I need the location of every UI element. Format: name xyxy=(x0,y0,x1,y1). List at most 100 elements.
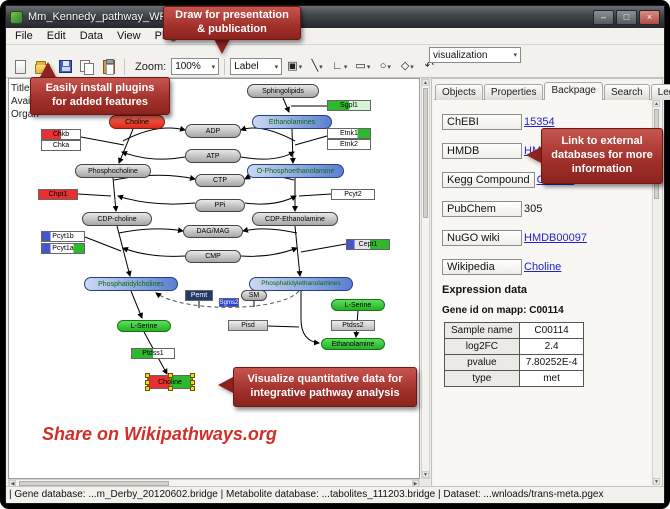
pathway-node-cept1[interactable]: Cept1 xyxy=(346,239,390,250)
pathway-node-label: DAG/MAG xyxy=(196,228,230,235)
pathway-edge xyxy=(289,128,296,164)
rect-tool-button[interactable]: ▭▾ xyxy=(352,57,373,76)
shape-tool-button[interactable]: ◇▾ xyxy=(397,57,417,76)
pathway-node-ppi[interactable]: PPi xyxy=(195,199,245,212)
pathway-node-ethanolamine[interactable]: Ethanolamine xyxy=(321,338,385,350)
pathway-node-pemt[interactable]: Pemt xyxy=(185,290,213,301)
pathway-node-sphingolipids[interactable]: Sphingolipids xyxy=(247,84,319,98)
maximize-button[interactable]: □ xyxy=(616,9,637,25)
pathway-node-chka[interactable]: Chka xyxy=(41,140,81,151)
pathway-node-phosphocholine[interactable]: Phosphocholine xyxy=(75,164,151,178)
pathway-node-dag-mag[interactable]: DAG/MAG xyxy=(183,225,243,238)
pathway-node-chkb[interactable]: Chkb xyxy=(41,129,81,140)
zoom-combobox[interactable]: 100% ▾ xyxy=(171,58,220,75)
menu-item-data[interactable]: Data xyxy=(79,30,103,42)
pathway-node-cdp-choline[interactable]: CDP-choline xyxy=(82,212,152,226)
scroll-up-arrow-icon[interactable]: ▲ xyxy=(653,100,660,107)
datanode-tool-button[interactable]: ▣▾ xyxy=(284,57,305,76)
pathway-node-pisd[interactable]: Pisd xyxy=(228,320,268,331)
pathway-node-cmp[interactable]: CMP xyxy=(185,250,241,263)
panel-scrollbar[interactable]: ▲ ▼ xyxy=(652,100,661,485)
tab-search[interactable]: Search xyxy=(603,84,650,100)
tab-properties[interactable]: Properties xyxy=(483,84,544,100)
selection-handle[interactable] xyxy=(190,380,195,385)
pathway-node-adp[interactable]: ADP xyxy=(185,124,241,138)
pathway-node-ptdss2[interactable]: Ptdss2 xyxy=(331,320,375,331)
menu-item-file[interactable]: File xyxy=(15,30,33,42)
label-combobox[interactable]: Label ▾ xyxy=(230,58,283,75)
menu-item-edit[interactable]: Edit xyxy=(46,30,66,42)
title-bar[interactable]: Mm_Kennedy_pathway_WP1771_45176.gpml –□× xyxy=(6,6,664,28)
database-id-kegg-compound[interactable]: C00114 xyxy=(536,174,575,186)
database-id-nugo-wiki[interactable]: HMDB00097 xyxy=(524,232,587,244)
pathway-node-pcyt1a[interactable]: Pcyt1a xyxy=(41,243,85,254)
pathway-node-sgms2[interactable]: Sgms2 xyxy=(219,298,239,307)
pathway-node-ctp[interactable]: CTP xyxy=(195,174,245,187)
pathway-edge xyxy=(118,128,134,164)
pathway-node-pcyt1b[interactable]: Pcyt1b xyxy=(41,231,85,242)
pathway-node-l-serine[interactable]: L-Serine xyxy=(331,299,385,311)
selection-handle[interactable] xyxy=(190,373,195,378)
pathway-node-label: Ptdss2 xyxy=(342,322,364,329)
tab-legend[interactable]: Legend xyxy=(650,84,670,100)
scrollbar-thumb[interactable] xyxy=(423,88,428,218)
selection-handle[interactable] xyxy=(145,380,150,385)
selection-handle[interactable] xyxy=(168,373,173,378)
paste-button[interactable] xyxy=(99,57,119,76)
save-file-button[interactable] xyxy=(55,57,75,76)
scrollbar-thumb[interactable] xyxy=(19,481,169,486)
visualization-select[interactable]: visualization ▾ xyxy=(429,47,521,63)
pathway-node-cdp-ethanolamine[interactable]: CDP-Ethanolamine xyxy=(252,212,338,226)
database-id-pubchem: 305 xyxy=(524,203,543,215)
elbow-tool-button[interactable]: ∟▾ xyxy=(329,57,350,76)
pathway-node-label: Ethanolamine xyxy=(331,340,375,348)
pathway-node-phosphatidylcholines[interactable]: Phosphatidylcholines xyxy=(84,277,178,291)
tab-backpage[interactable]: Backpage xyxy=(544,82,603,100)
pathway-node-sm[interactable]: SM xyxy=(241,290,267,301)
window-title: Mm_Kennedy_pathway_WP1771_45176.gpml xyxy=(28,11,255,23)
pathway-node-ptdss1[interactable]: Ptdss1 xyxy=(131,348,175,359)
database-id-hmdb[interactable]: HMDB00097 xyxy=(524,145,587,157)
pathway-node-choline[interactable]: Choline xyxy=(145,373,195,391)
scroll-up-arrow-icon[interactable]: ▲ xyxy=(422,79,429,86)
menu-item-plugins[interactable]: Plugins xyxy=(154,30,191,42)
pathway-node-etnk2[interactable]: Etnk2 xyxy=(327,139,371,150)
selection-handle[interactable] xyxy=(145,386,150,391)
canvas-vertical-scrollbar[interactable]: ▲ ▼ xyxy=(421,78,430,479)
expression-table-cell: Sample name xyxy=(444,322,520,339)
copy-button[interactable] xyxy=(77,57,97,76)
undo-tool-button[interactable]: ↶ xyxy=(419,57,439,76)
menu-item-help[interactable]: Help xyxy=(204,30,228,42)
open-file-button[interactable] xyxy=(32,57,53,76)
scroll-down-arrow-icon[interactable]: ▼ xyxy=(653,478,660,485)
menu-item-view[interactable]: View xyxy=(116,30,141,42)
line-tool-icon: ╲ xyxy=(311,60,319,72)
pathway-node-phosphatidylethanolamines[interactable]: Phosphatidylethanolamines xyxy=(249,277,353,291)
pathway-node-ethanolamines[interactable]: Ethanolamines xyxy=(252,115,332,129)
selection-handle[interactable] xyxy=(145,373,150,378)
pathway-node-chpt1[interactable]: Chpt1 xyxy=(38,189,78,200)
pathway-node-choline[interactable]: Choline xyxy=(109,115,165,129)
scroll-down-arrow-icon[interactable]: ▼ xyxy=(422,471,429,478)
selection-handle[interactable] xyxy=(168,386,173,391)
database-id-wikipedia[interactable]: Choline xyxy=(524,261,562,273)
pathway-node-etnk1[interactable]: Etnk1 xyxy=(327,128,371,139)
pathway-node-o-phosphoethanolamine[interactable]: O-Phosphoethanolamine xyxy=(247,164,344,178)
selection-handle[interactable] xyxy=(190,386,195,391)
pathway-node-pcyt2[interactable]: Pcyt2 xyxy=(331,189,375,200)
new-file-button[interactable] xyxy=(10,57,30,76)
copy-icon xyxy=(80,59,94,75)
database-id-chebi[interactable]: 15354 xyxy=(524,116,555,128)
minimize-button[interactable]: – xyxy=(593,9,614,25)
scrollbar-thumb[interactable] xyxy=(654,109,659,199)
pathway-node-sgpl1[interactable]: Sgpl1 xyxy=(327,100,371,111)
close-button[interactable]: × xyxy=(639,9,660,25)
tab-objects[interactable]: Objects xyxy=(435,84,483,100)
pathway-node-atp[interactable]: ATP xyxy=(185,149,241,163)
pathway-node-label: Etnk1 xyxy=(340,130,358,137)
oval-tool-button[interactable]: ○▾ xyxy=(375,57,395,76)
pathway-node-l-serine[interactable]: L-Serine xyxy=(117,320,171,332)
chevron-down-icon: ▾ xyxy=(343,63,348,71)
line-tool-button[interactable]: ╲▾ xyxy=(307,57,327,76)
